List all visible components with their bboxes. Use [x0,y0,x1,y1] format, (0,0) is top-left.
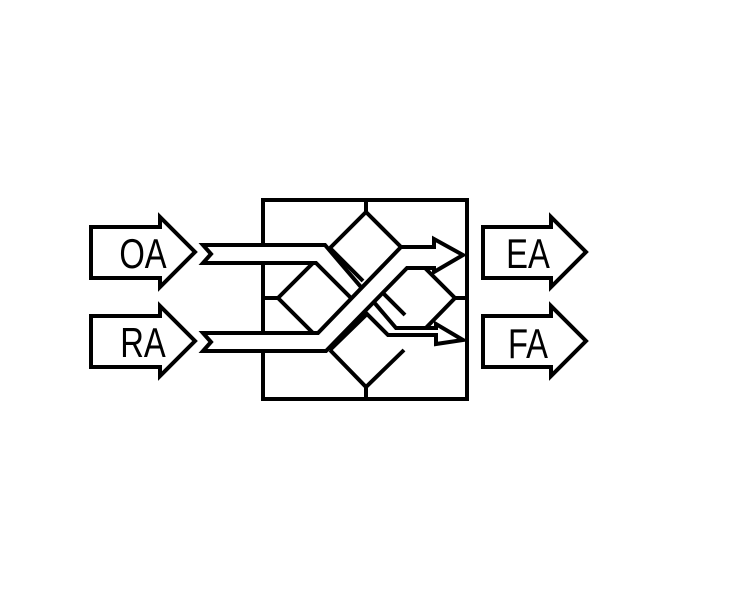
ea-label: EA [506,230,550,277]
ra-label: RA [120,319,166,366]
oa-label: OA [119,230,167,277]
return-air-stream [198,235,468,353]
fa-label: FA [508,320,549,367]
exchanger-box [261,198,469,401]
ra-input-arrow: RA [89,301,198,381]
ea-output-arrow: EA [481,212,589,292]
oa-input-arrow: OA [89,212,198,292]
fa-output-arrow: FA [481,301,589,381]
outdoor-air-stream [198,243,469,347]
